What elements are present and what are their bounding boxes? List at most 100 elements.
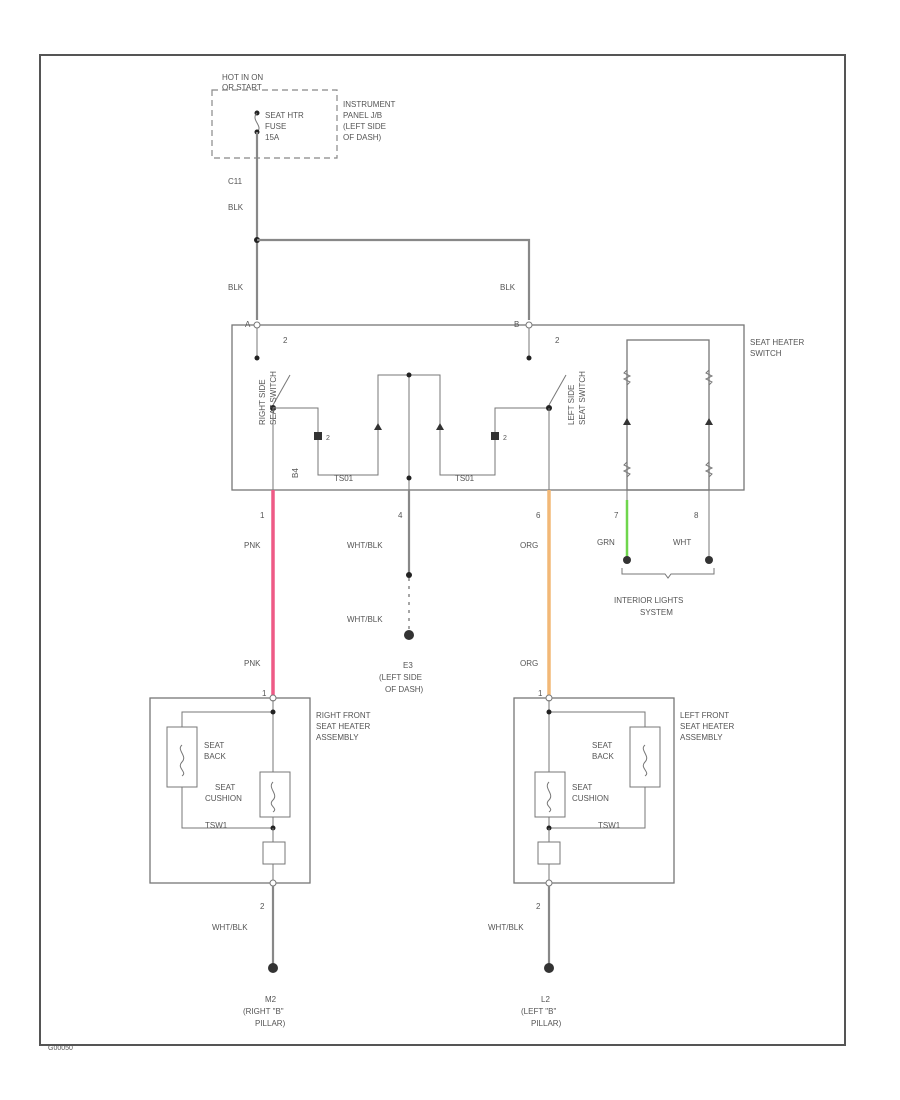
panel-label-4: OF DASH) — [343, 133, 382, 142]
interior-dot-left — [623, 556, 631, 564]
right-seat-pin-bottom-label: 2 — [260, 902, 265, 911]
power-source: HOT IN ON OR START SEAT HTR FUSE 15A INS… — [211, 73, 396, 212]
ground-e3-line-1: (LEFT SIDE — [379, 673, 422, 682]
panel-label-2: PANEL J/B — [343, 111, 382, 120]
right-seat-wire-label: WHT/BLK — [212, 923, 248, 932]
lamp-right-top-icon — [704, 369, 714, 386]
switch-title-2: SWITCH — [750, 349, 782, 358]
right-seat-back-element-icon — [166, 726, 198, 788]
left-seat-ground-id: L2 — [541, 995, 550, 1004]
pin-bottom-8: 8 — [694, 511, 699, 520]
ground-e3-line-2: OF DASH) — [385, 685, 424, 694]
right-seat-back-label-2: BACK — [204, 752, 226, 761]
pin-bottom-6: 6 — [536, 511, 541, 520]
fuse-box-dashed — [211, 89, 338, 159]
right-switch-dot — [254, 355, 260, 361]
center-dot — [406, 372, 412, 378]
panel-label-1: INSTRUMENT — [343, 100, 396, 109]
left-seat-title-3: ASSEMBLY — [680, 733, 723, 742]
left-seat-cushion-label-2: CUSHION — [572, 794, 609, 803]
wire-label-blk-top: BLK — [228, 203, 244, 212]
lamp-left-top-icon — [622, 369, 632, 386]
left-seat-back-label-2: BACK — [592, 752, 614, 761]
left-seat-tsw-label: TSW1 — [598, 821, 621, 830]
lamp-right-diode-icon — [705, 418, 713, 425]
switch-box — [231, 324, 745, 491]
lamp-left-diode-icon — [623, 418, 631, 425]
left-seat-back-coil-icon — [642, 744, 648, 777]
right-switch-pin: 2 — [283, 336, 288, 345]
right-seat-ground-line-2: PILLAR) — [255, 1019, 286, 1028]
diagram-code: G00050 — [48, 1045, 73, 1052]
switch-title-1: SEAT HEATER — [750, 338, 804, 347]
right-seat-tsw-label: TSW1 — [205, 821, 228, 830]
left-seat-cushion-label-1: SEAT — [572, 783, 592, 792]
left-seat-title-2: SEAT HEATER — [680, 722, 734, 731]
left-seat-node-top — [546, 709, 552, 715]
right-seat-back-coil-icon — [179, 744, 185, 777]
left-seat-heater: 1 LEFT FRONT SEAT HEATER ASSEMBLY SEAT B… — [488, 689, 734, 1028]
right-seat-heater: 1 RIGHT FRONT SEAT HEATER ASSEMBLY SEAT … — [149, 689, 371, 1028]
interior-bracket — [621, 568, 715, 579]
interior-label-2: SYSTEM — [640, 608, 673, 617]
left-seat-back-label-1: SEAT — [592, 741, 612, 750]
wire-label-blk-right: BLK — [500, 283, 516, 292]
right-seat-cushion-element-icon — [259, 771, 291, 818]
left-diode-num: 2 — [503, 435, 507, 442]
right-diode-label: TS01 — [334, 474, 354, 483]
pin-a-terminal — [253, 321, 261, 329]
wire-label-blk-left: BLK — [228, 283, 244, 292]
hot-label-1: HOT IN ON — [222, 73, 263, 82]
left-seat-box — [513, 697, 675, 884]
center-diode-icon-2 — [436, 423, 444, 430]
diagram-border — [39, 54, 846, 1046]
right-seat-cushion-coil-icon — [270, 781, 276, 813]
wire-label-grn: GRN — [597, 538, 615, 547]
wire-label-pnk-top: PNK — [244, 541, 261, 550]
left-switch-icon — [548, 374, 567, 406]
right-seat-cushion-label-1: SEAT — [215, 783, 235, 792]
right-seat-title-1: RIGHT FRONT — [316, 711, 371, 720]
ground-e3-id: E3 — [403, 661, 413, 670]
wire-label-wht-blk-bottom: WHT/BLK — [347, 615, 383, 624]
pin-bottom-1: 1 — [260, 511, 265, 520]
connector-c11: C11 — [228, 177, 243, 186]
lamp-left-resistor-icon — [622, 461, 632, 478]
interior-dot-right — [705, 556, 713, 564]
right-seat-ground-icon — [268, 963, 278, 973]
right-seat-title-3: ASSEMBLY — [316, 733, 359, 742]
interior-label-1: INTERIOR LIGHTS — [614, 596, 683, 605]
left-side-label-1: LEFT SIDE — [567, 385, 576, 425]
left-seat-back-element-icon — [629, 726, 661, 788]
left-diode-label: TS01 — [455, 474, 475, 483]
left-seat-relay-icon — [537, 841, 561, 865]
wire-label-org-bottom: ORG — [520, 659, 538, 668]
right-seat-pin-bottom — [269, 879, 277, 887]
left-seat-ground-line-1: (LEFT "B" — [521, 1007, 556, 1016]
right-seat-ground-line-1: (RIGHT "B" — [243, 1007, 284, 1016]
left-side-label-2: SEAT SWITCH — [578, 371, 587, 425]
right-seat-back-label-1: SEAT — [204, 741, 224, 750]
right-side-label-1: RIGHT SIDE — [258, 379, 267, 425]
pin-b-terminal — [525, 321, 533, 329]
center-diode-icon-1 — [374, 423, 382, 430]
left-seat-wire-label: WHT/BLK — [488, 923, 524, 932]
right-seat-cushion-label-2: CUSHION — [205, 794, 242, 803]
fuse-icon — [254, 112, 260, 133]
right-seat-title-2: SEAT HEATER — [316, 722, 370, 731]
pin-bottom-7: 7 — [614, 511, 619, 520]
lamp-box — [626, 339, 710, 491]
pin-b: B — [514, 320, 519, 329]
left-seat-ground-line-2: PILLAR) — [531, 1019, 562, 1028]
wire-power-branch — [257, 238, 531, 320]
right-seat-ground-id: M2 — [265, 995, 277, 1004]
wire-label-wht: WHT — [673, 538, 691, 547]
right-seat-pin-top-label: 1 — [262, 689, 267, 698]
left-seat-pin-bottom — [545, 879, 553, 887]
pin-a: A — [245, 320, 251, 329]
center-dot-bottom — [406, 475, 412, 481]
ground-e3-icon — [404, 630, 414, 640]
pin-bottom-4: 4 — [398, 511, 403, 520]
fuse-label-3: 15A — [265, 133, 280, 142]
